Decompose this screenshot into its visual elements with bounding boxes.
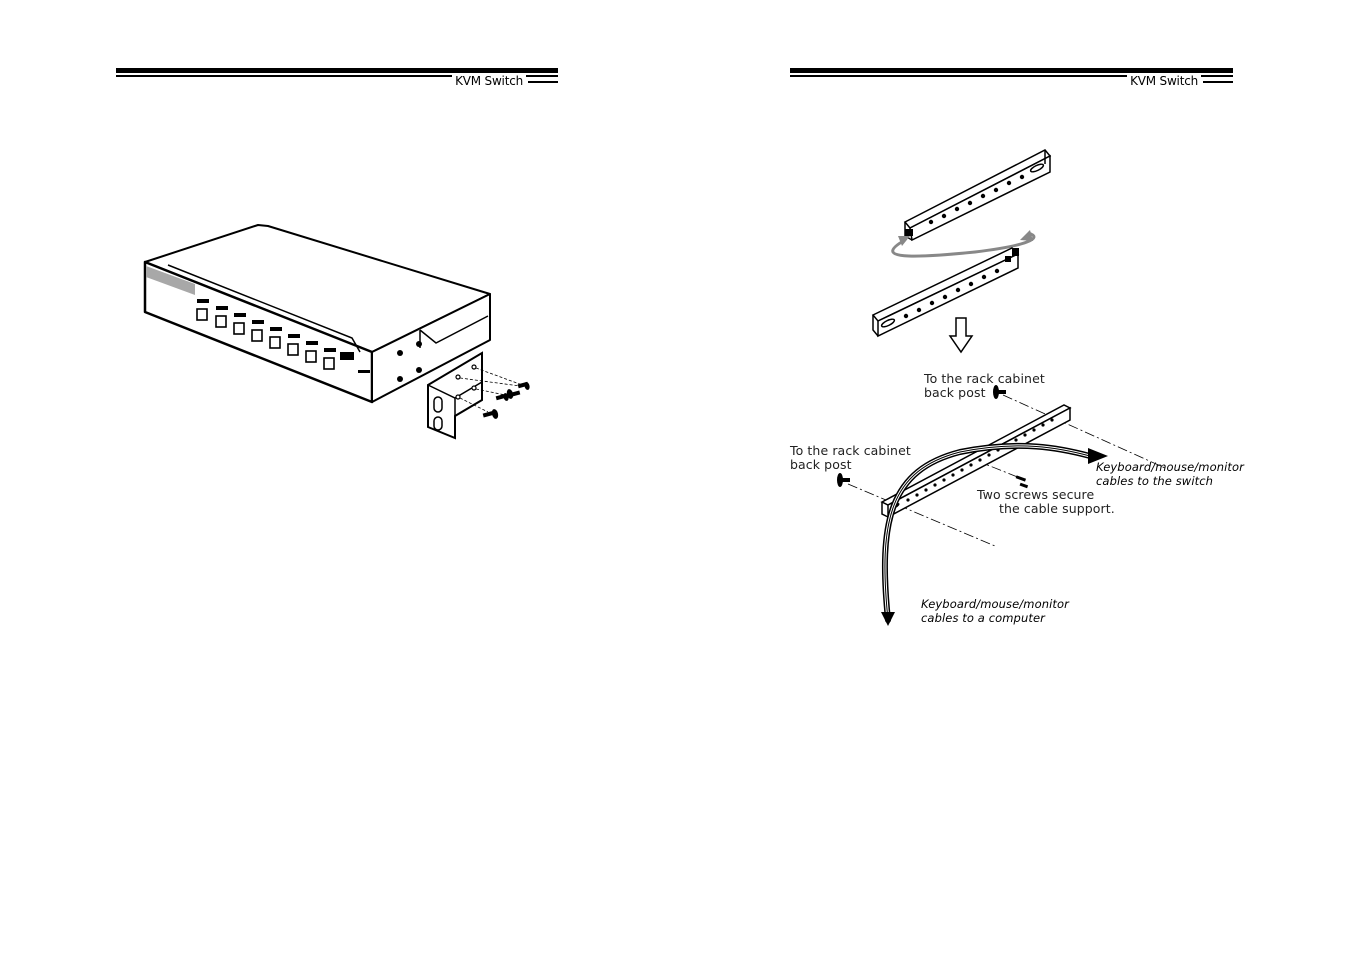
header-rule-tick bbox=[528, 81, 558, 83]
label-cables-to-computer: Keyboard/mouse/monitor cables to a compu… bbox=[921, 597, 1069, 625]
header-rule-thick bbox=[790, 68, 1233, 73]
cable-support-bar-upper bbox=[903, 149, 1052, 242]
rack-mount-bracket bbox=[427, 351, 483, 440]
label-rack-post-left: To the rack cabinet back post bbox=[790, 443, 911, 472]
label-two-screws: Two screws secure the cable support. bbox=[977, 487, 1115, 516]
cable-support-bar-lower bbox=[871, 247, 1020, 338]
mounting-screws bbox=[482, 381, 530, 419]
down-arrow-icon bbox=[948, 317, 974, 354]
header-title: KVM Switch bbox=[1127, 74, 1201, 88]
cable-support-illustration bbox=[837, 149, 1166, 626]
header-title: KVM Switch bbox=[452, 74, 526, 88]
page-header: KVM Switch bbox=[116, 68, 558, 88]
right-page: KVM Switch bbox=[675, 0, 1351, 954]
cable-support-bar-mounted bbox=[880, 404, 1072, 519]
header-rule-tick bbox=[1203, 81, 1233, 83]
page-header: KVM Switch bbox=[790, 68, 1233, 88]
header-rule-thick bbox=[116, 68, 558, 73]
left-page: KVM Switch bbox=[116, 68, 558, 440]
kvm-switch-bracket-illustration bbox=[143, 224, 530, 440]
kvm-cable-bundle bbox=[881, 442, 1093, 623]
header-rule-thin bbox=[116, 75, 558, 77]
label-rack-post-upper: To the rack cabinet back post bbox=[924, 371, 1045, 400]
arrow-to-computer-icon bbox=[881, 612, 895, 626]
header-rule-thin bbox=[790, 75, 1233, 77]
front-port-buttons bbox=[196, 308, 335, 370]
rack-screws bbox=[837, 385, 1029, 489]
label-cables-to-switch: Keyboard/mouse/monitor cables to the swi… bbox=[1096, 460, 1244, 488]
arrow-to-switch-icon bbox=[1088, 448, 1108, 464]
